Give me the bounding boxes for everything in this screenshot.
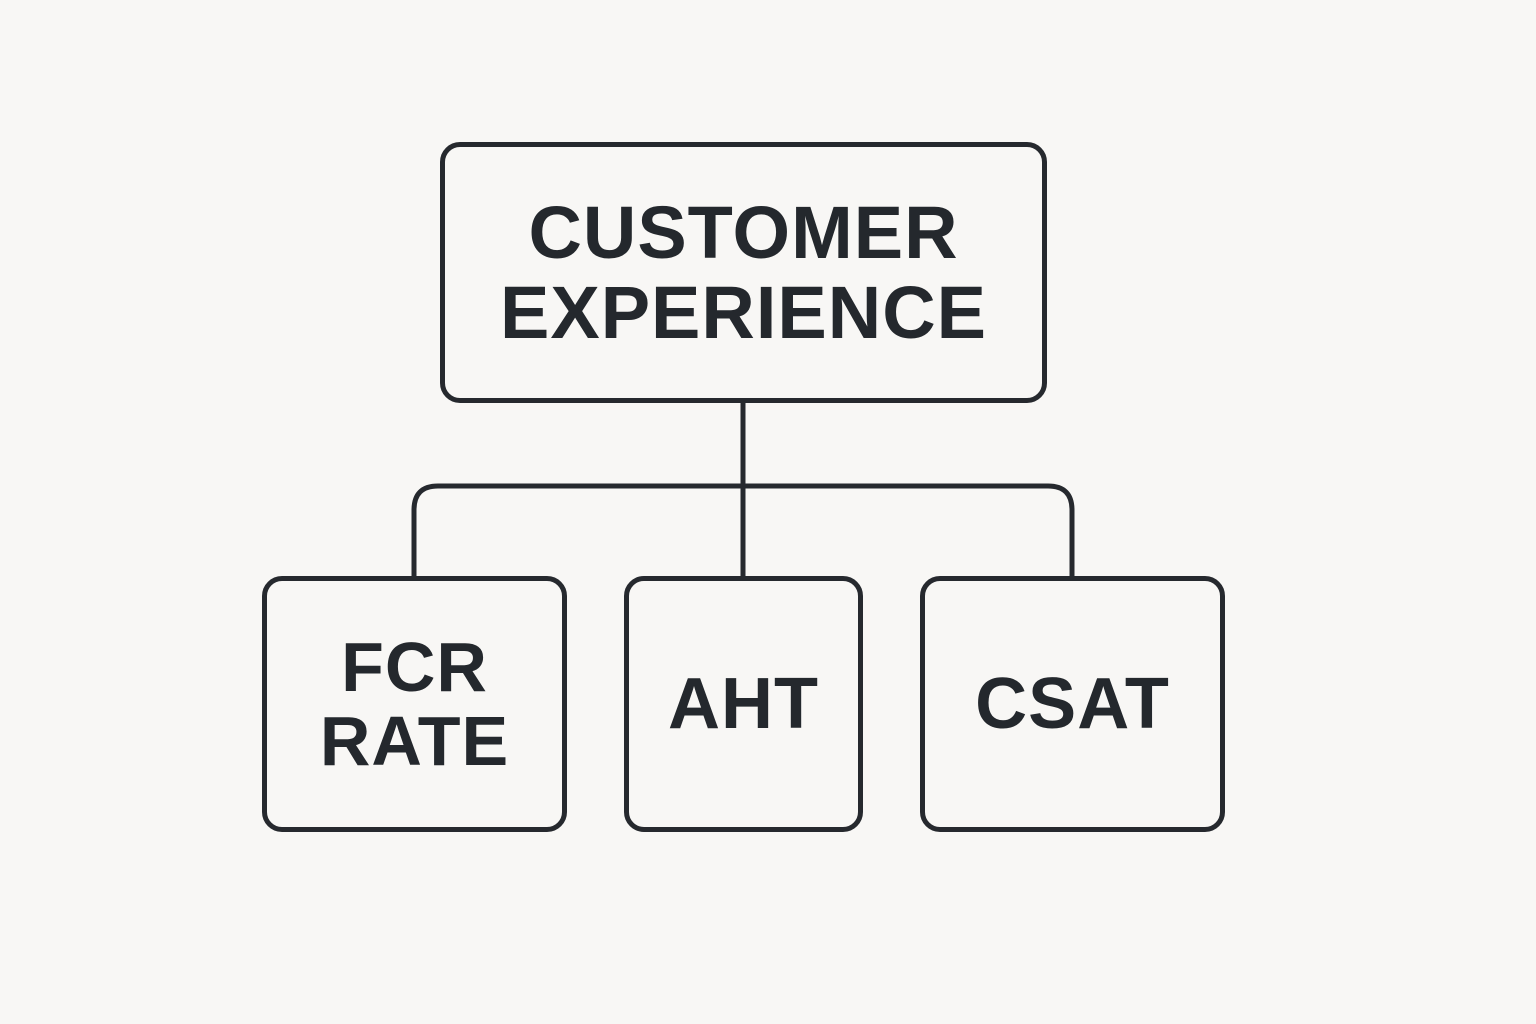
connector-branch bbox=[411, 483, 1075, 581]
node-aht: AHT bbox=[624, 576, 863, 832]
node-csat: CSAT bbox=[920, 576, 1225, 832]
node-fcr-rate-line2: RATE bbox=[319, 702, 510, 780]
node-customer-experience-line2: EXPERIENCE bbox=[499, 270, 988, 354]
node-customer-experience: CUSTOMER EXPERIENCE bbox=[440, 142, 1047, 403]
node-fcr-rate: FCR RATE bbox=[262, 576, 567, 832]
node-customer-experience-line1: CUSTOMER bbox=[528, 190, 959, 274]
node-aht-label: AHT bbox=[668, 664, 819, 744]
node-csat-label: CSAT bbox=[975, 664, 1170, 744]
node-fcr-rate-line1: FCR bbox=[341, 628, 488, 706]
